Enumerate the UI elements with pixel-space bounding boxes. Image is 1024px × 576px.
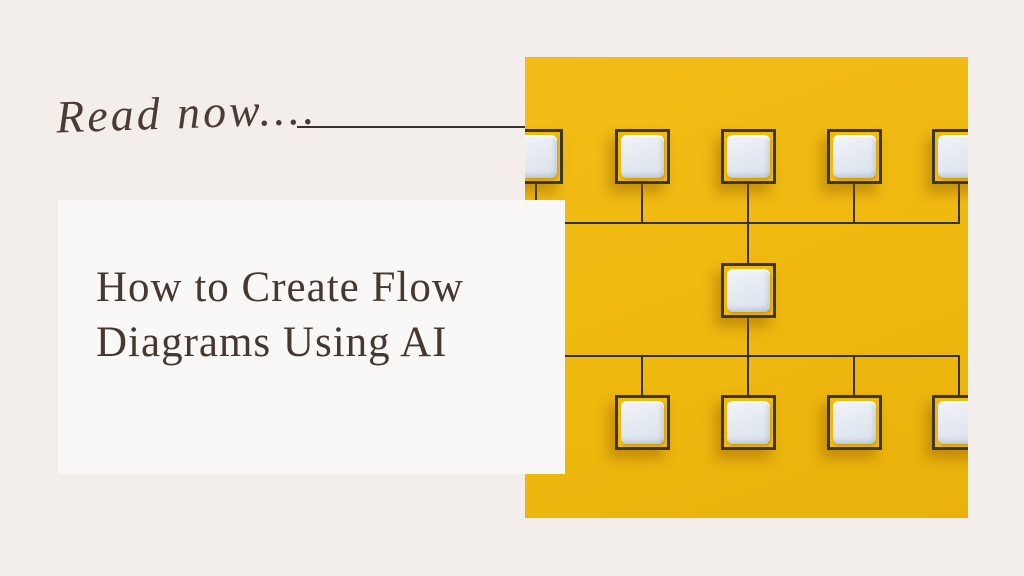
flow-node-top-1 (525, 129, 563, 184)
flow-node-top-3 (721, 129, 776, 184)
flow-node-face (833, 401, 876, 444)
stub-top-2 (641, 183, 643, 224)
flow-diagram-illustration (525, 57, 968, 518)
flow-node-top-5 (932, 129, 968, 184)
flow-node-bottom-3 (827, 395, 882, 450)
flow-node-middle (721, 263, 776, 318)
bus-line-upper (561, 222, 960, 224)
flow-node-face (525, 135, 557, 178)
flow-node-face (621, 135, 664, 178)
title-card: How to Create Flow Diagrams Using AI (58, 200, 565, 474)
flow-node-face (621, 401, 664, 444)
stub-top-3 (747, 183, 749, 224)
flow-node-face (727, 269, 770, 312)
flow-node-top-4 (827, 129, 882, 184)
stub-top-4 (853, 183, 855, 224)
cta-connector-line (297, 126, 525, 128)
flow-node-face (727, 135, 770, 178)
read-now-cta[interactable]: Read now.... (55, 82, 319, 143)
title-line-1: How to Create Flow (96, 264, 464, 311)
title-line-2: Diagrams Using AI (96, 319, 448, 366)
flow-node-face (938, 401, 968, 444)
stub-bottom-4 (958, 355, 960, 397)
flow-node-face (938, 135, 968, 178)
flow-node-top-2 (615, 129, 670, 184)
trunk-lower (747, 316, 749, 357)
bus-line-lower (561, 355, 960, 357)
stub-bottom-3 (853, 355, 855, 397)
flow-node-bottom-4 (932, 395, 968, 450)
stub-bottom-1 (641, 355, 643, 397)
flow-node-bottom-1 (615, 395, 670, 450)
page-title: How to Create Flow Diagrams Using AI (96, 260, 536, 370)
trunk-upper (747, 222, 749, 265)
stub-top-5 (958, 183, 960, 224)
stub-bottom-2 (747, 355, 749, 397)
flow-node-face (727, 401, 770, 444)
flow-node-bottom-2 (721, 395, 776, 450)
flow-node-face (833, 135, 876, 178)
